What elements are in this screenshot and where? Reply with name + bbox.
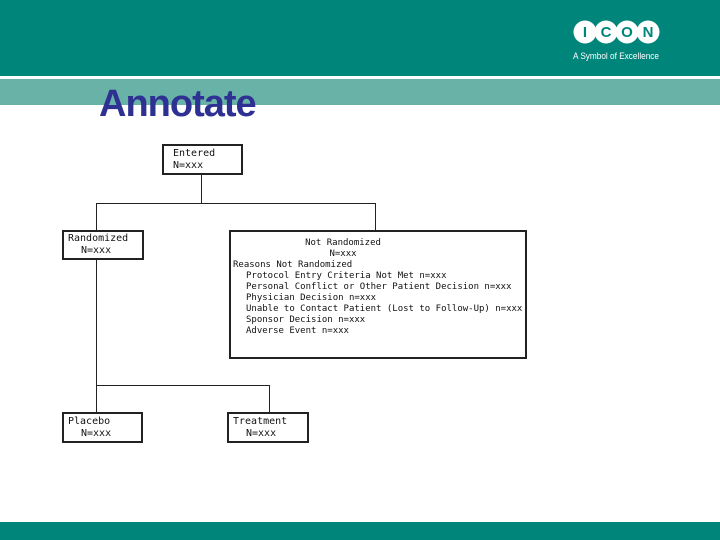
reason-item: Adverse Event n=xxx (246, 326, 349, 336)
entered-label: Entered (173, 148, 216, 159)
logo-letter-i: I (583, 24, 587, 41)
not-randomized-label: Not Randomized (305, 238, 381, 248)
reasons-title: Reasons Not Randomized (233, 260, 353, 270)
randomized-count: N=xxx (81, 245, 112, 256)
connector-to-not-randomized (375, 203, 376, 231)
entered-count: N=xxx (173, 160, 204, 171)
slide-title: Annotate (99, 83, 257, 125)
connector-split-bottom (96, 385, 270, 386)
reason-item: Physician Decision n=xxx (246, 293, 377, 303)
reason-item: Unable to Contact Patient (Lost to Follo… (246, 304, 523, 314)
logo-letter-c: C (601, 24, 612, 41)
treatment-box: Treatment N=xxx (227, 412, 309, 443)
reason-item: Personal Conflict or Other Patient Decis… (246, 282, 512, 292)
connector-randomized-down (96, 259, 97, 386)
icon-logo: I C O N A Symbol of Excellence (573, 20, 660, 61)
entered-box: Entered N=xxx (162, 144, 243, 175)
connector-to-randomized (96, 203, 97, 231)
not-randomized-box: Not Randomized N=xxx Reasons Not Randomi… (229, 230, 527, 359)
logo-letter-n: N (643, 24, 654, 41)
treatment-count: N=xxx (246, 428, 277, 439)
placebo-box: Placebo N=xxx (62, 412, 143, 443)
treatment-label: Treatment (233, 416, 288, 427)
placebo-count: N=xxx (81, 428, 112, 439)
header-accent-strip (0, 79, 720, 105)
placebo-label: Placebo (68, 416, 111, 427)
logo-circles: I C O N (573, 20, 660, 44)
not-randomized-count: N=xxx (329, 249, 357, 259)
connector-entered-down (201, 175, 202, 204)
reasons-list: Protocol Entry Criteria Not Met n=xxx Pe… (233, 271, 525, 337)
reason-item: Sponsor Decision n=xxx (246, 315, 366, 325)
randomized-box: Randomized N=xxx (62, 230, 144, 260)
randomized-label: Randomized (68, 233, 129, 244)
logo-tagline: A Symbol of Excellence (573, 51, 659, 61)
footer-bar (0, 522, 720, 540)
connector-to-treatment (269, 385, 270, 413)
connector-to-placebo (96, 385, 97, 413)
connector-split-top (96, 203, 376, 204)
reason-item: Protocol Entry Criteria Not Met n=xxx (246, 271, 447, 281)
logo-letter-o: O (621, 24, 633, 41)
